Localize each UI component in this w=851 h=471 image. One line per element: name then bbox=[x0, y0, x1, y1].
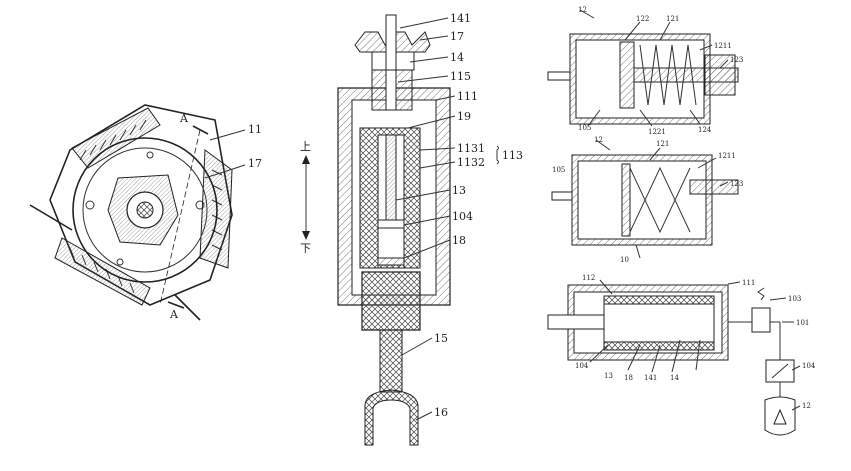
figure-e-system-schematic: 112 111 103 101 104 13 18 141 14 104 12 bbox=[547, 274, 816, 436]
label-1131: 1131 bbox=[457, 142, 485, 155]
label-12: 12 bbox=[802, 402, 811, 410]
label-141: 141 bbox=[450, 12, 471, 25]
label-14: 14 bbox=[450, 51, 464, 64]
leader-17 bbox=[204, 164, 246, 179]
label-a-top: A bbox=[179, 112, 189, 125]
label-15: 15 bbox=[434, 332, 448, 345]
tank-12 bbox=[764, 396, 796, 436]
inlet-port bbox=[547, 71, 571, 81]
label-121: 121 bbox=[666, 15, 679, 23]
label-19: 19 bbox=[457, 110, 471, 123]
label-17: 17 bbox=[248, 157, 262, 170]
valve-103 bbox=[751, 307, 771, 333]
label-1211: 1211 bbox=[718, 152, 736, 160]
label-12: 12 bbox=[578, 6, 587, 14]
label-13: 13 bbox=[452, 184, 466, 197]
label-a-bottom: A bbox=[169, 308, 179, 321]
fin-block-top bbox=[71, 107, 161, 169]
label-124: 124 bbox=[698, 126, 712, 134]
valve-spring-icon bbox=[757, 287, 765, 301]
bolt-hole bbox=[146, 151, 154, 159]
plate bbox=[621, 163, 631, 237]
label-18: 18 bbox=[452, 234, 466, 247]
label-123: 123 bbox=[730, 56, 743, 64]
figure-d-diaphragm-chamber: 12 121 1211 105 123 10 bbox=[551, 136, 743, 264]
label-14: 14 bbox=[670, 374, 679, 382]
shaft bbox=[136, 201, 154, 219]
label-1211: 1211 bbox=[714, 42, 732, 50]
piston bbox=[377, 219, 405, 229]
bolt-hole bbox=[116, 258, 124, 266]
piston-rod bbox=[385, 134, 397, 221]
label-111: 111 bbox=[457, 90, 478, 103]
inlet-port bbox=[551, 191, 573, 201]
label-13: 13 bbox=[604, 372, 613, 380]
cylinder-rod bbox=[547, 314, 605, 330]
end-cap bbox=[704, 54, 736, 96]
label-up: 上 bbox=[300, 140, 311, 153]
label-12: 12 bbox=[594, 136, 603, 144]
label-down: 下 bbox=[300, 242, 311, 255]
label-105: 105 bbox=[552, 166, 565, 174]
label-18: 18 bbox=[624, 374, 633, 382]
label-10: 10 bbox=[620, 256, 629, 264]
coil-top bbox=[603, 295, 715, 305]
label-112: 112 bbox=[582, 274, 595, 282]
label-121: 121 bbox=[656, 140, 669, 148]
figure-b-cross-section: 上 下 141 17 14 115 111 19 1131 1132 113 1… bbox=[300, 12, 523, 446]
label-16: 16 bbox=[434, 406, 448, 419]
label-1132: 1132 bbox=[457, 156, 485, 169]
piston-plate bbox=[619, 41, 635, 109]
section-mark-top bbox=[192, 125, 209, 135]
figure-a-rotary-view: A A 11 17 bbox=[29, 104, 262, 321]
brace-113 bbox=[496, 145, 499, 165]
label-105: 105 bbox=[578, 124, 591, 132]
label-111: 111 bbox=[742, 279, 755, 287]
label-141: 141 bbox=[644, 374, 657, 382]
label-17: 17 bbox=[450, 30, 464, 43]
label-101: 101 bbox=[796, 319, 809, 327]
rod-bottom bbox=[174, 294, 201, 321]
main-disc bbox=[72, 137, 218, 283]
section-mark-bottom bbox=[167, 301, 185, 309]
neck bbox=[379, 329, 403, 393]
label-122: 122 bbox=[636, 15, 649, 23]
inner-piston bbox=[603, 303, 715, 343]
label-115: 115 bbox=[450, 70, 471, 83]
label-104-left: 104 bbox=[575, 362, 589, 370]
fin-block-bottom bbox=[54, 237, 151, 306]
lower-body bbox=[361, 271, 421, 331]
label-123: 123 bbox=[730, 180, 743, 188]
bellows bbox=[629, 166, 691, 234]
spring bbox=[639, 44, 697, 106]
inner-ring bbox=[82, 147, 208, 273]
section-line-aa bbox=[159, 129, 201, 306]
frame-outline bbox=[49, 104, 233, 306]
bottom-plug bbox=[377, 257, 405, 269]
rod-left bbox=[29, 204, 73, 231]
bolt-hole bbox=[85, 200, 95, 210]
figure-c-spring-chamber: 12 122 121 1211 123 105 1221 124 bbox=[547, 6, 743, 136]
label-104: 104 bbox=[452, 210, 473, 223]
label-113: 113 bbox=[502, 149, 523, 162]
leader-11 bbox=[209, 129, 246, 141]
bolt-hole bbox=[195, 200, 205, 210]
fork bbox=[364, 389, 419, 446]
tank-triangle-icon bbox=[773, 408, 787, 425]
label-1221: 1221 bbox=[648, 128, 666, 136]
label-11: 11 bbox=[248, 123, 262, 136]
label-103: 103 bbox=[788, 295, 801, 303]
label-104-right: 104 bbox=[802, 362, 816, 370]
